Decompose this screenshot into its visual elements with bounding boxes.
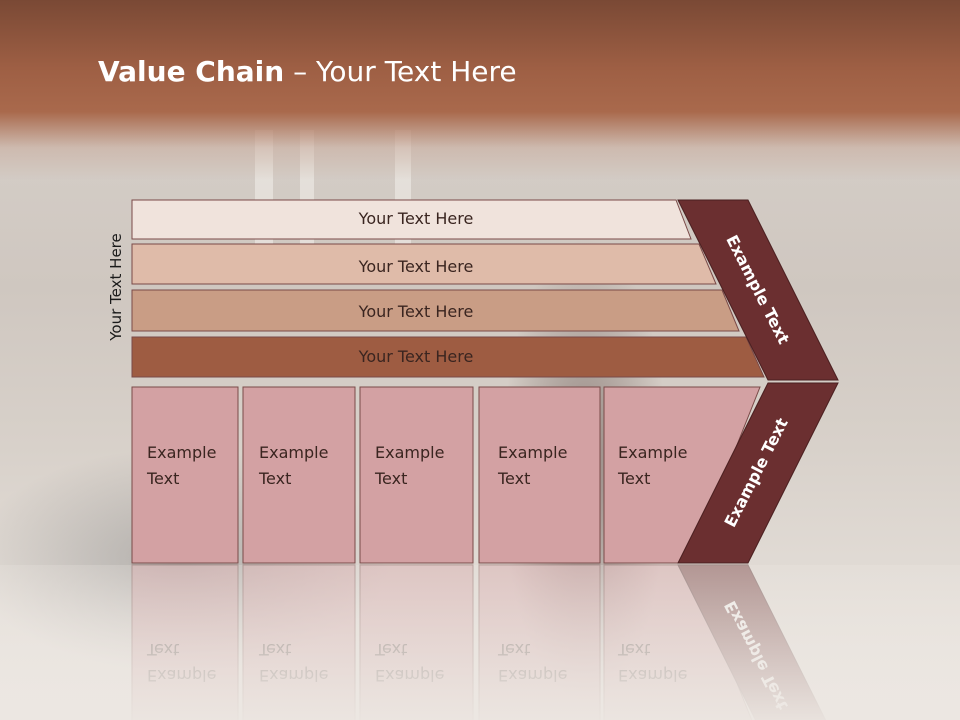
bar-3 — [131, 289, 740, 332]
column-1-line1: Example — [147, 443, 216, 462]
bar-1-label: Your Text Here — [358, 209, 474, 228]
bar-2 — [131, 243, 717, 285]
column-4-line1: Example — [498, 443, 567, 462]
bar-4 — [131, 336, 765, 378]
bar-3-label: Your Text Here — [358, 302, 474, 321]
reflection-fade — [0, 565, 960, 720]
title-rest: – Your Text Here — [284, 55, 517, 88]
bar-2-label: Your Text Here — [358, 257, 474, 276]
chevron-upper — [677, 199, 839, 381]
column-1-line2: Text — [146, 469, 179, 488]
column-3 — [359, 386, 474, 564]
chevron-lower — [677, 382, 839, 564]
column-2-line1: Example — [259, 443, 328, 462]
column-2 — [242, 386, 356, 564]
column-1 — [131, 386, 239, 564]
slide-title: Value Chain – Your Text Here — [98, 55, 517, 88]
column-2-line2: Text — [258, 469, 291, 488]
bar-group: Your Text Here Your Text Here Your Text … — [131, 199, 765, 378]
bar-1 — [131, 199, 692, 240]
column-5-line1: Example — [618, 443, 687, 462]
column-3-line2: Text — [374, 469, 407, 488]
column-4-line2: Text — [497, 469, 530, 488]
column-5-line2: Text — [617, 469, 650, 488]
column-4 — [478, 386, 601, 564]
column-group: Example Text Example Text Example Text E… — [131, 386, 761, 564]
header-band — [0, 0, 960, 180]
bar-4-label: Your Text Here — [358, 347, 474, 366]
side-label: Your Text Here — [107, 233, 125, 341]
title-bold: Value Chain — [98, 55, 285, 88]
column-3-line1: Example — [375, 443, 444, 462]
